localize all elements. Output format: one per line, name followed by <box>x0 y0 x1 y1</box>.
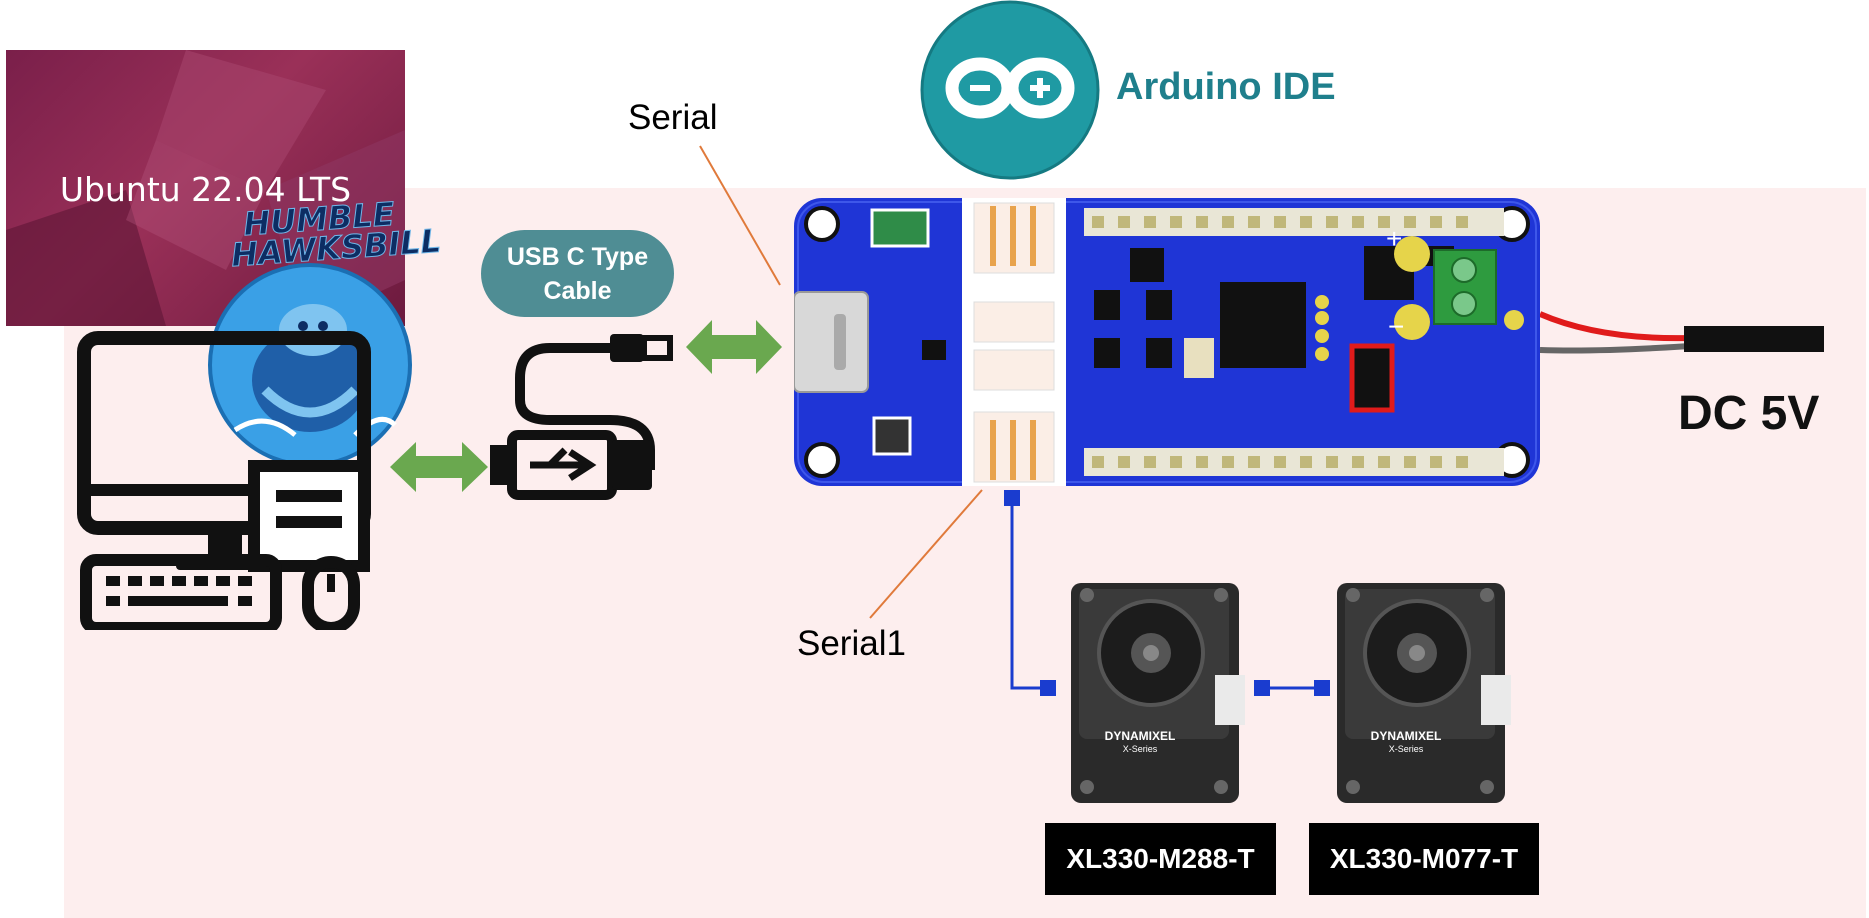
serial-port-label: Serial <box>628 98 718 137</box>
humble-hawksbill-title: HUMBLE HAWKSBILL <box>229 194 443 275</box>
servo-2-series: X-Series <box>1388 744 1424 754</box>
usb-cable-label-line1: USB C Type <box>506 242 649 271</box>
servo-1-brand: DYNAMIXEL X-Series <box>1085 730 1195 756</box>
dc-power-label: DC 5V <box>1678 387 1820 440</box>
ubuntu-title: Ubuntu 22.04 LTS <box>59 170 352 209</box>
servo-2-brand: DYNAMIXEL X-Series <box>1351 730 1461 756</box>
controller-board-icon: + − <box>794 198 1540 486</box>
servo-motor-2-icon <box>1337 583 1511 803</box>
cable-board-arrow-icon <box>686 320 782 374</box>
arduino-ide-label: Arduino IDE <box>1116 66 1336 108</box>
servo-2-model-label: XL330-M077-T <box>1309 823 1539 895</box>
servo-1-brand-name: DYNAMIXEL <box>1104 729 1176 743</box>
svg-text:+: + <box>1386 223 1402 254</box>
computer-icon <box>77 331 371 630</box>
svg-text:−: − <box>1388 311 1404 342</box>
serial1-port-label: Serial1 <box>797 624 906 663</box>
usb-cable-label: USB C Type Cable <box>481 230 674 317</box>
servo-1-model-label: XL330-M288-T <box>1045 823 1276 895</box>
ubuntu-banner: Ubuntu 22.04 LTS <box>6 50 405 326</box>
servo-2-brand-name: DYNAMIXEL <box>1370 729 1442 743</box>
pc-cable-arrow-icon <box>390 442 488 492</box>
usb-cable-icon <box>490 334 673 500</box>
servo-motor-1-icon <box>1071 583 1245 803</box>
servo-1-series: X-Series <box>1122 744 1158 754</box>
usb-cable-label-line2: Cable <box>543 276 612 305</box>
arduino-logo-icon <box>920 0 1100 180</box>
